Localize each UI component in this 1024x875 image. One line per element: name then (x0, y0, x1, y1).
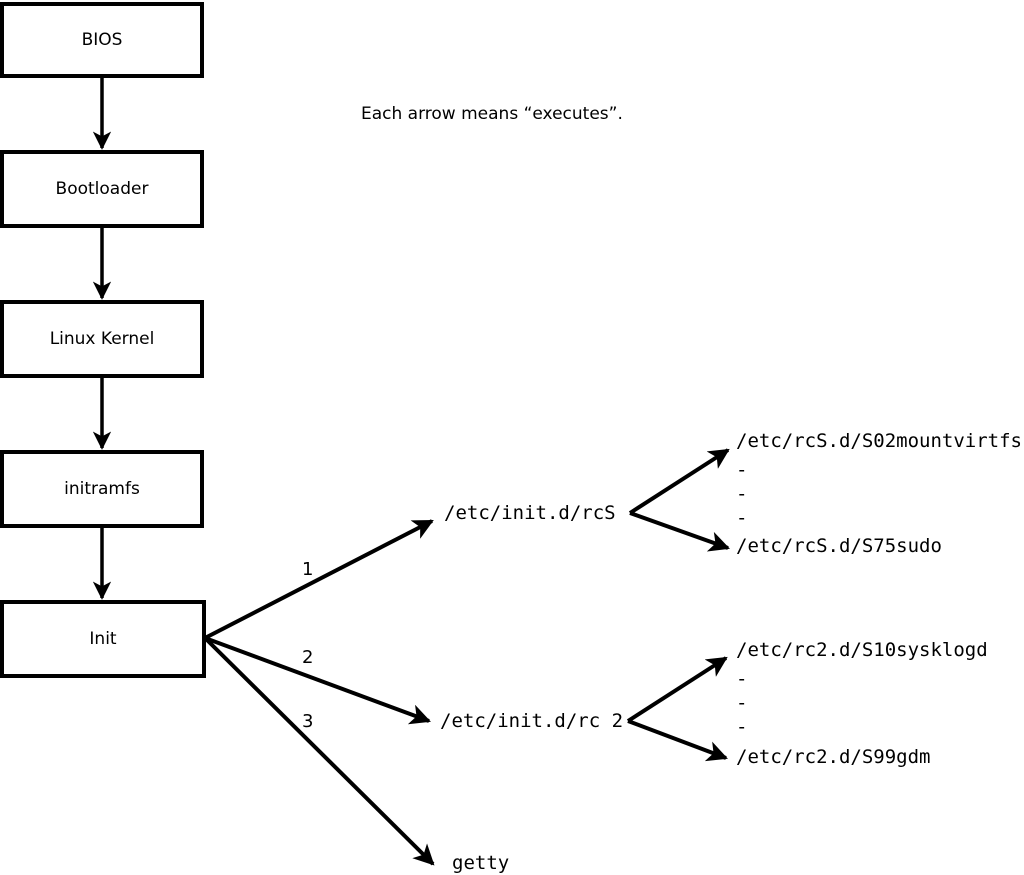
box-init-rect (0, 600, 206, 678)
arrow-rc2-to-last-script (627, 719, 728, 762)
legend-note: Each arrow means “executes”. (361, 104, 623, 124)
box-kernel-rect (0, 300, 204, 378)
arrow-rcs-to-last-script (629, 511, 730, 552)
rc2-ellipsis-dash-2: - (736, 692, 748, 714)
label-init-d-rcs: /etc/init.d/rcS (444, 502, 616, 524)
rc2-ellipsis-dash-3: - (736, 716, 748, 738)
label-getty: getty (452, 852, 510, 874)
box-bios-label: BIOS (81, 30, 123, 50)
box-initramfs-rect (0, 450, 204, 528)
box-kernel-label: Linux Kernel (49, 329, 155, 349)
label-rc2-first-script: /etc/rc2.d/S10sysklogd (736, 639, 988, 661)
label-rc2-last-script: /etc/rc2.d/S99gdm (736, 746, 931, 768)
box-init-label: Init (89, 629, 117, 649)
arrow-rc2-to-first-script (626, 656, 728, 723)
branch-number-3: 3 (302, 711, 314, 732)
label-rcs-last-script: /etc/rcS.d/S75sudo (736, 535, 942, 557)
box-bios-rect (0, 2, 204, 78)
arrow-init-to-rcs (204, 519, 434, 640)
branch-number-1: 1 (302, 559, 314, 580)
rcs-ellipsis-dash-3: - (736, 507, 748, 529)
arrow-rcs-to-first-script (628, 448, 730, 515)
label-init-d-rc2: /etc/init.d/rc 2 (440, 710, 624, 732)
box-initramfs-label: initramfs (64, 479, 140, 499)
box-bootloader-rect (0, 150, 204, 228)
rc2-ellipsis-dash-1: - (736, 668, 748, 690)
rcs-ellipsis-dash-1: - (736, 459, 748, 481)
arrow-init-to-getty (203, 636, 435, 866)
branch-number-2: 2 (302, 647, 314, 668)
box-bootloader-label: Bootloader (55, 179, 149, 199)
rcs-ellipsis-dash-2: - (736, 483, 748, 505)
arrow-init-to-rc2 (204, 636, 431, 725)
label-rcs-first-script: /etc/rcS.d/S02mountvirtfs (736, 430, 1022, 452)
